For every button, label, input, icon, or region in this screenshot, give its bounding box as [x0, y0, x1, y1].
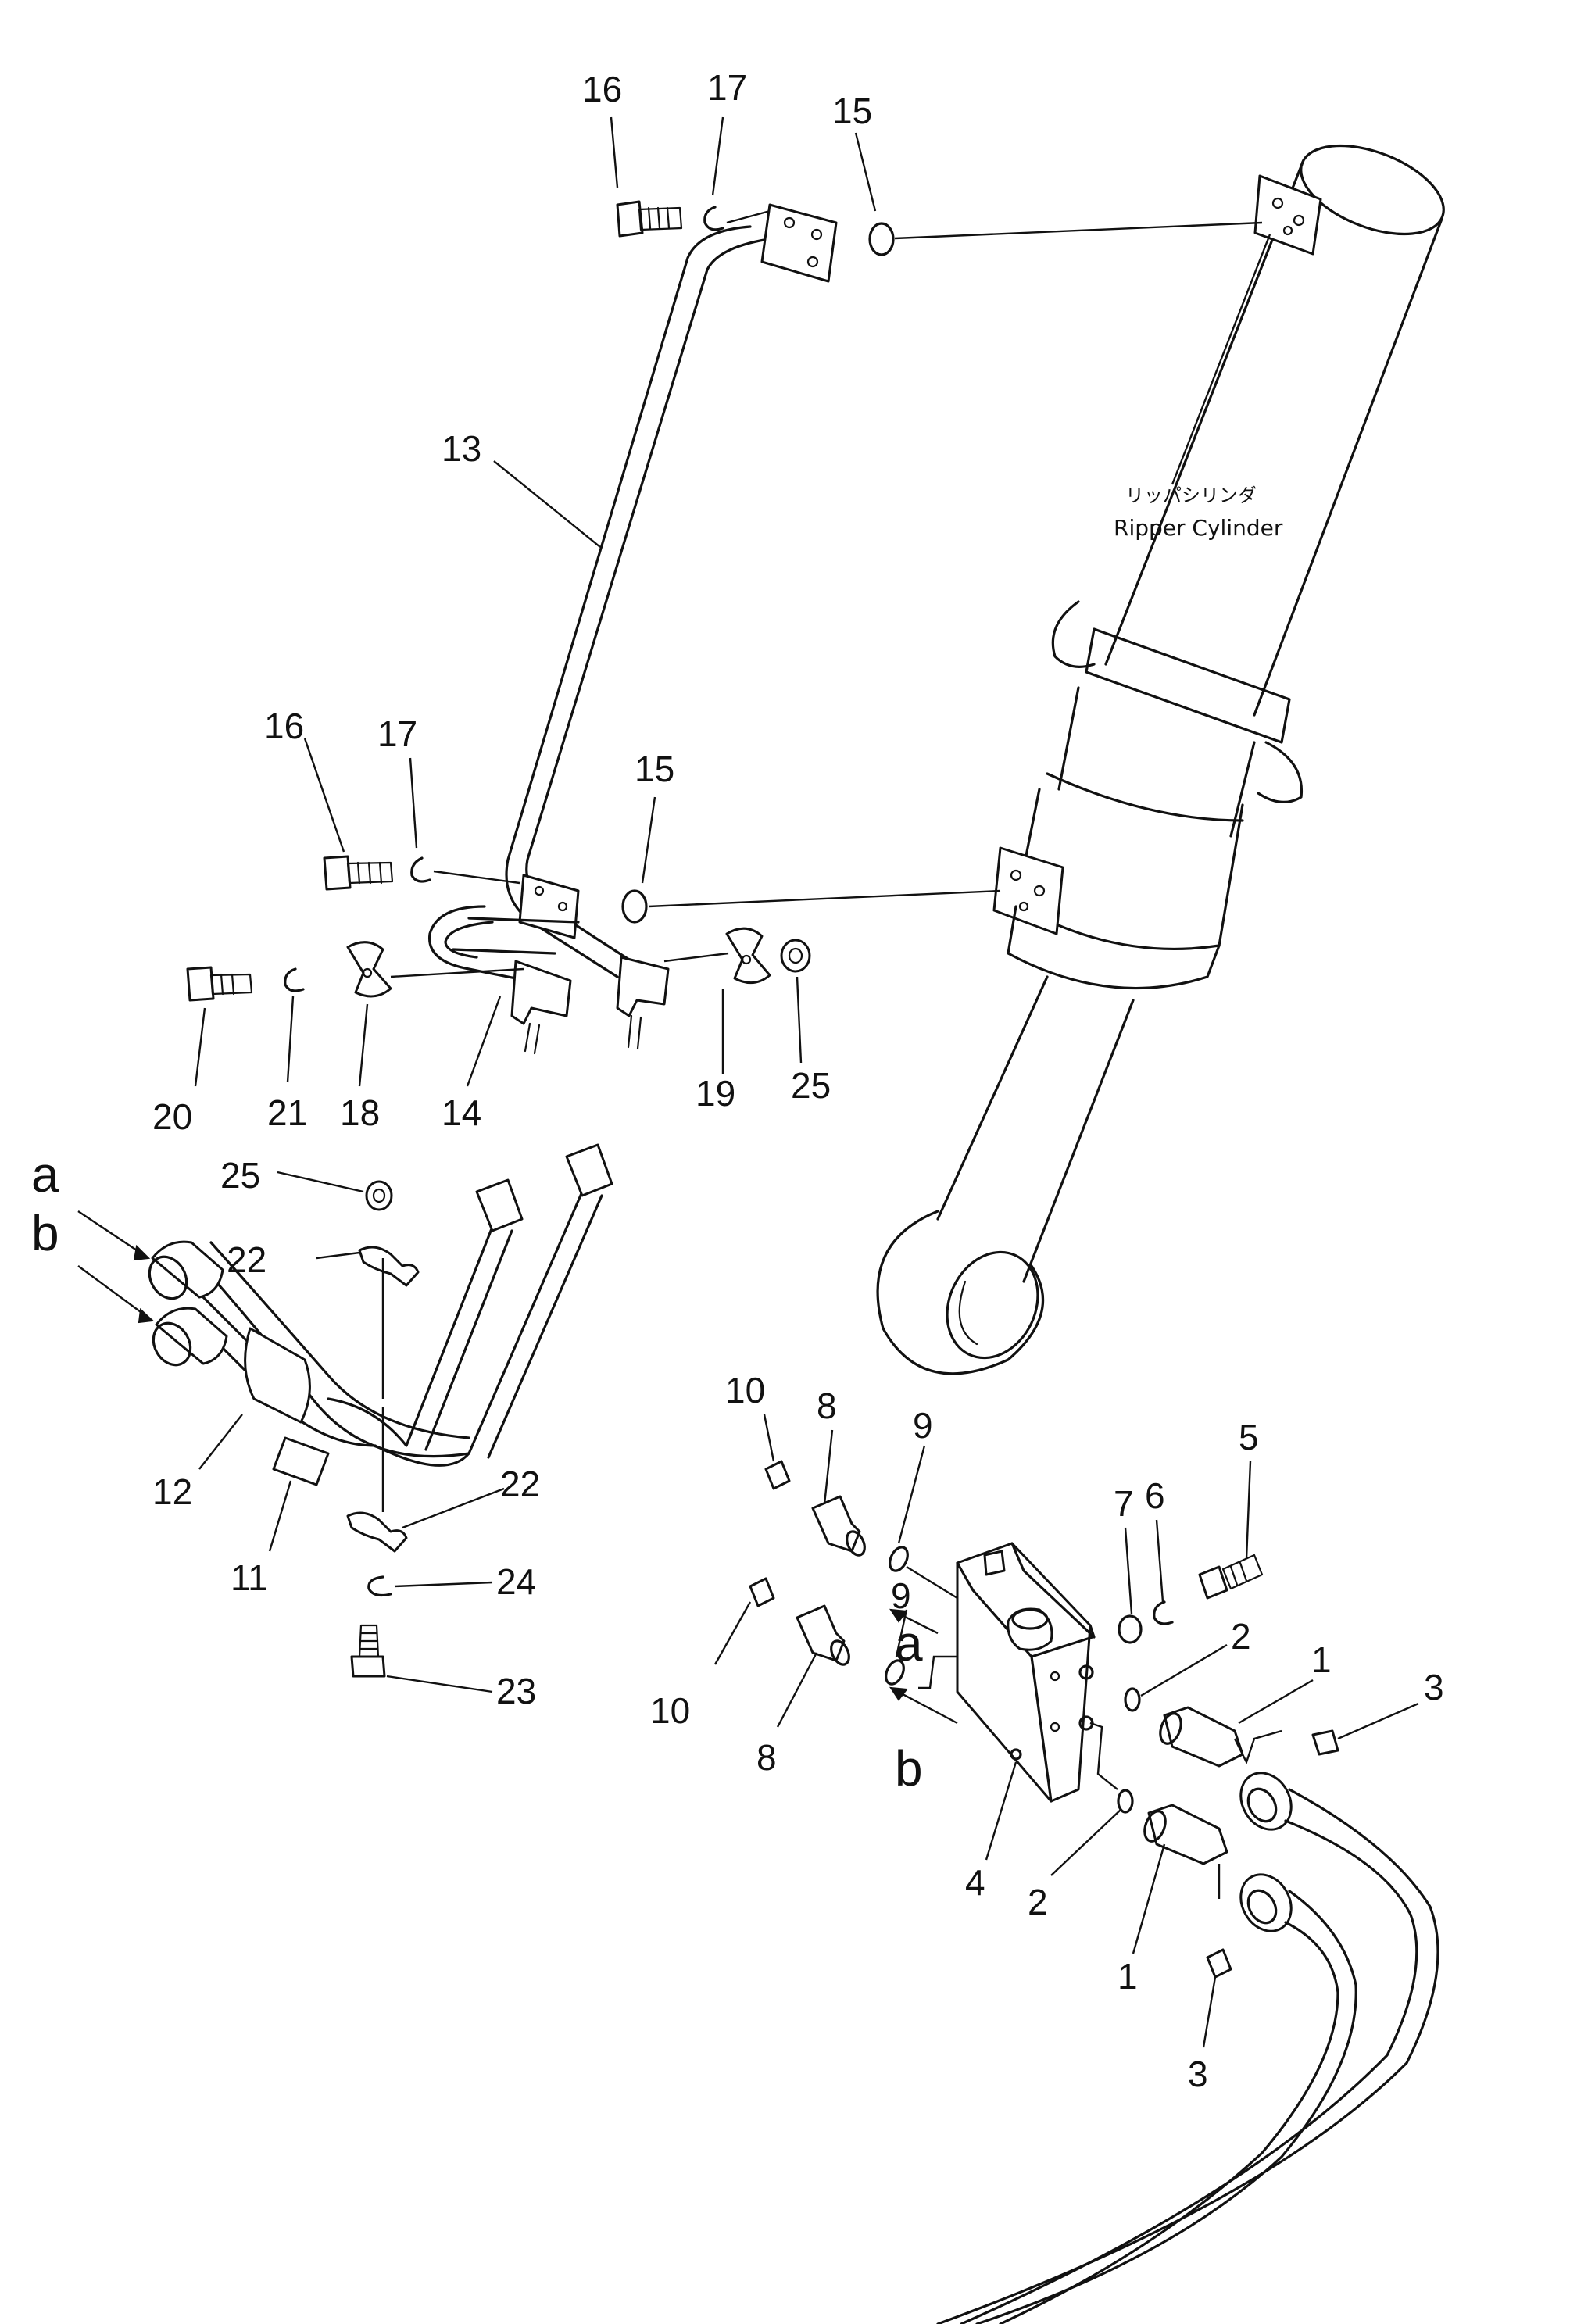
port-label-b-left: b — [31, 1205, 59, 1261]
callout-15-mid: 15 — [635, 749, 674, 789]
hose-assembly-left: a b — [31, 1143, 613, 1486]
callout-16-top: 16 — [582, 69, 622, 109]
callout-2-lower: 2 — [1028, 1882, 1048, 1922]
callout-numbers: 16 17 15 13 16 17 15 20 21 18 14 19 25 2… — [152, 67, 1444, 2094]
callout-5: 5 — [1239, 1417, 1259, 1457]
callout-25-lower: 25 — [220, 1155, 260, 1196]
callout-3-lower: 3 — [1188, 2054, 1208, 2094]
hose-clamp-hardware — [346, 1180, 420, 1678]
callout-15-top: 15 — [832, 91, 872, 131]
leaders — [194, 116, 1419, 2048]
callout-20: 20 — [152, 1096, 192, 1137]
callout-1-lower: 1 — [1118, 1956, 1138, 1997]
port-label-a-left: a — [31, 1146, 59, 1203]
callout-22-lower: 22 — [500, 1464, 540, 1504]
valve-block-4: a b — [889, 1542, 1096, 1803]
callout-7: 7 — [1114, 1483, 1134, 1524]
callout-3-upper: 3 — [1424, 1667, 1444, 1707]
callout-11: 11 — [231, 1557, 268, 1598]
callout-1-upper: 1 — [1311, 1639, 1332, 1680]
callout-14: 14 — [442, 1092, 481, 1133]
top-flange-hardware — [616, 200, 1263, 256]
callout-10-upper: 10 — [725, 1370, 765, 1410]
steel-pipe-13 — [505, 203, 838, 978]
valve-fittings-left — [749, 1460, 958, 1686]
callout-18: 18 — [340, 1092, 380, 1133]
callout-9-upper: 9 — [913, 1405, 933, 1446]
valve-fittings-right — [1089, 1554, 1339, 1979]
callout-17-top: 17 — [707, 67, 747, 108]
callout-6: 6 — [1145, 1475, 1165, 1516]
callout-22-upper: 22 — [227, 1239, 266, 1280]
callout-17-mid: 17 — [377, 713, 417, 754]
clamp-hardware — [186, 927, 811, 1002]
callout-23: 23 — [496, 1671, 536, 1711]
callout-8-lower: 8 — [756, 1737, 777, 1778]
port-label-b-block: b — [895, 1740, 923, 1797]
callout-10-lower: 10 — [650, 1690, 690, 1731]
callout-19: 19 — [696, 1073, 735, 1114]
hose-assembly-right — [936, 1772, 1439, 2324]
callout-21: 21 — [267, 1092, 307, 1133]
callout-12: 12 — [152, 1471, 192, 1512]
cylinder-label-jp: リッパシリンダ — [1125, 484, 1257, 506]
callout-16-mid: 16 — [264, 706, 304, 746]
callout-13: 13 — [442, 428, 481, 469]
callout-2-upper: 2 — [1231, 1616, 1251, 1657]
lower-flange-hardware — [323, 855, 1001, 924]
cylinder-label-en: Ripper Cylinder — [1114, 515, 1283, 541]
callout-8-upper: 8 — [817, 1385, 837, 1426]
callout-25-upper: 25 — [791, 1065, 831, 1106]
ripper-cylinder: リッパシリンダ Ripper Cylinder — [876, 144, 1445, 1375]
pipe-elbows-14 — [428, 905, 670, 1055]
callout-4: 4 — [965, 1862, 985, 1903]
callout-24: 24 — [496, 1561, 536, 1602]
callout-9-lower: 9 — [891, 1575, 911, 1616]
